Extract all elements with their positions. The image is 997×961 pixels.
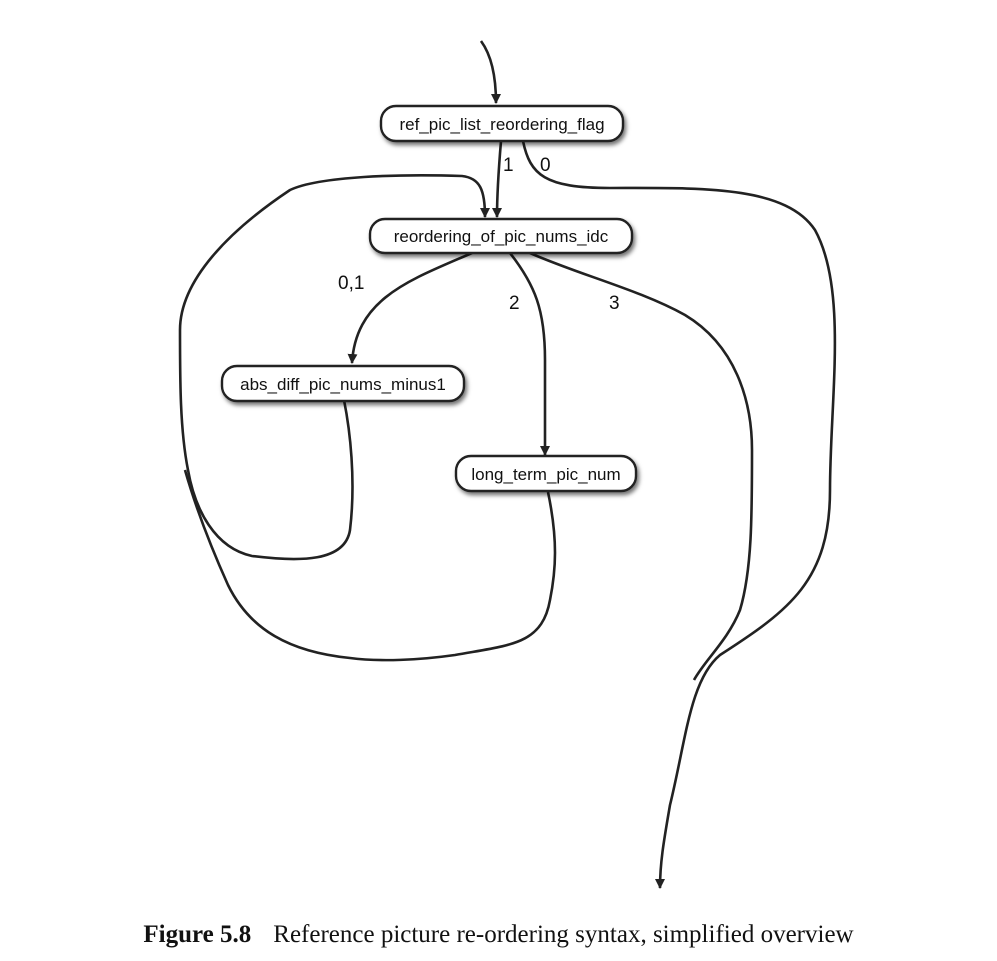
node-label-idc: reordering_of_pic_nums_idc <box>394 227 609 246</box>
node-abs-diff-pic-nums-minus1: abs_diff_pic_nums_minus1 <box>220 364 466 403</box>
edge-abs-diff-loop <box>178 174 490 561</box>
edge-label-flag-zero: 0 <box>540 155 551 176</box>
edge-label-idc-two: 2 <box>509 293 520 314</box>
edge-flag-zero-exit <box>521 140 837 889</box>
node-ref-pic-list-reordering-flag: ref_pic_list_reordering_flag <box>379 104 625 143</box>
node-label-flag: ref_pic_list_reordering_flag <box>399 115 604 134</box>
edge-idc-to-abs-diff <box>347 251 473 364</box>
edge-label-idc-three: 3 <box>609 293 620 314</box>
edge-idc-to-long-term <box>508 252 550 456</box>
figure-caption: Figure 5.8 Reference picture re-ordering … <box>0 921 997 949</box>
edge-long-term-loop <box>183 469 557 662</box>
figure-caption-text: Reference picture re-ordering syntax, si… <box>273 921 854 948</box>
edge-label-idc-zero-one: 0,1 <box>338 273 364 294</box>
entry-arrow <box>479 40 501 104</box>
syntax-flow-diagram: 1 0 0,1 2 3 ref_pic_list_reordering_flag… <box>178 40 837 889</box>
edge-label-flag-one: 1 <box>503 155 514 176</box>
edge-idc-three <box>529 251 754 681</box>
node-long-term-pic-num: long_term_pic_num <box>454 454 638 493</box>
node-reordering-of-pic-nums-idc: reordering_of_pic_nums_idc <box>368 217 634 255</box>
edge-flag-to-idc <box>492 140 503 218</box>
figure-number: Figure 5.8 <box>143 921 252 948</box>
node-label-abs-diff: abs_diff_pic_nums_minus1 <box>240 375 446 394</box>
node-label-long-term: long_term_pic_num <box>471 465 620 484</box>
